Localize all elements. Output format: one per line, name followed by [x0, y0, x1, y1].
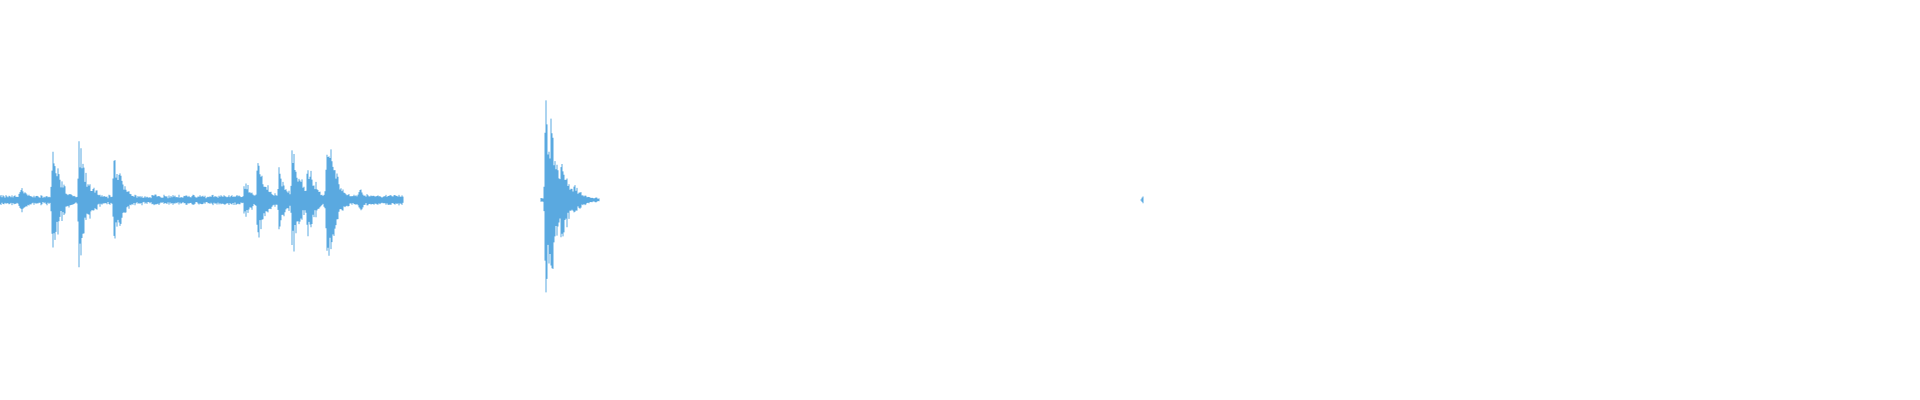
waveform-blip	[1140, 196, 1144, 204]
waveform-burst-3	[540, 100, 600, 293]
waveform-bars	[0, 100, 1144, 293]
waveform-burst-2	[229, 149, 404, 256]
